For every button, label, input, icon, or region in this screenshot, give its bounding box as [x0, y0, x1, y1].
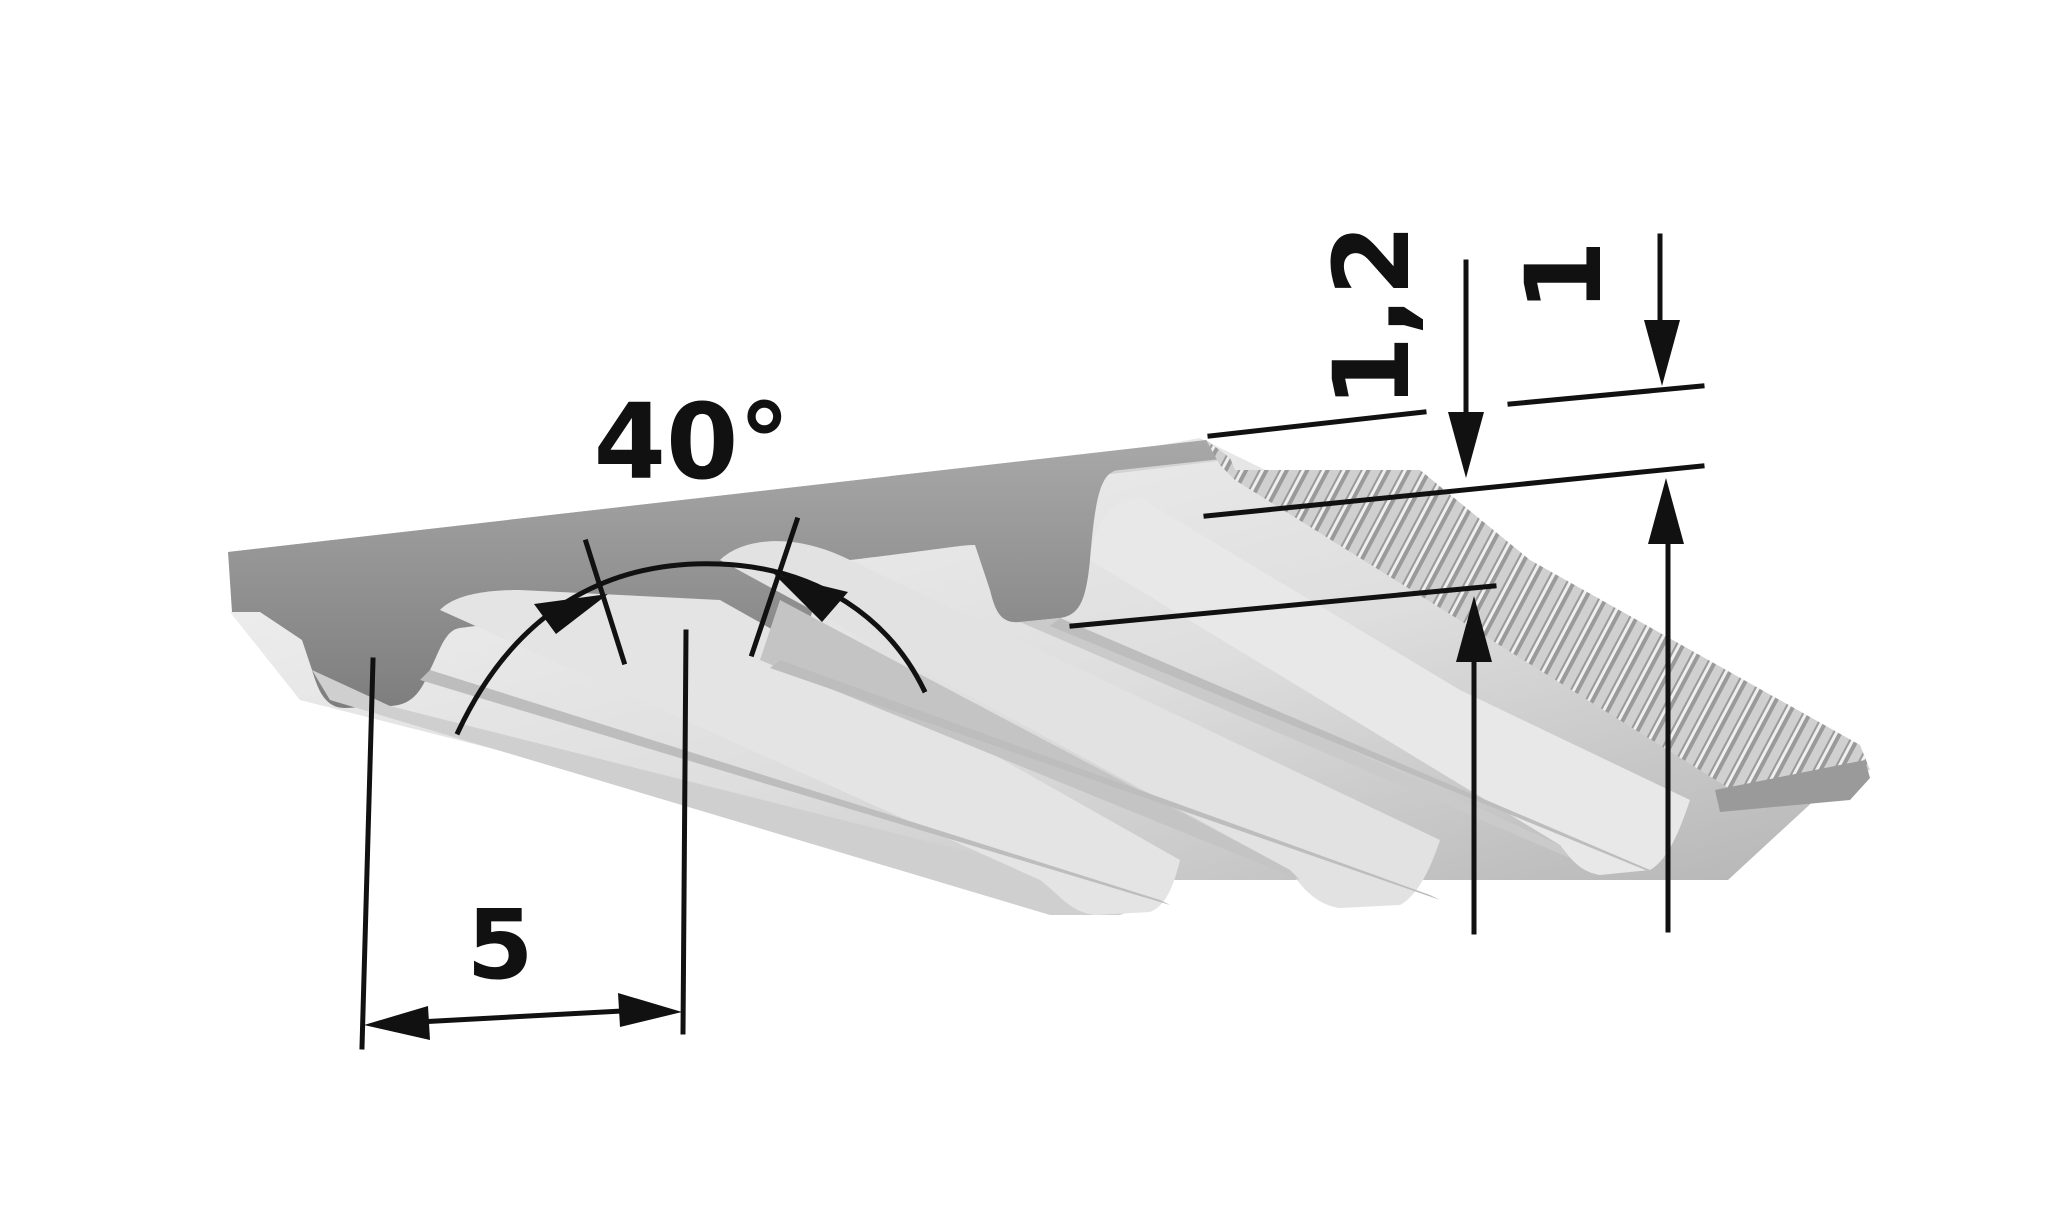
pitch-extension-left: [359, 657, 376, 1050]
belt-flange-2: [770, 660, 1440, 900]
pitch-extension-right: [680, 629, 689, 1035]
pitch-dimension: 5: [359, 629, 689, 1050]
angle-flank-right: [748, 516, 801, 658]
pitch-arrow-left: [364, 1006, 430, 1040]
tooth-height-arrow-bottom: [1648, 478, 1684, 544]
angle-label: 40°: [594, 381, 791, 503]
belt-tooth-2-shade: [760, 600, 1300, 880]
tooth-height-dimension: 1: [1203, 233, 1705, 933]
total-height-ext-bottom: [1069, 583, 1497, 629]
tooth-height-arrow-top: [1644, 320, 1680, 386]
belt-tooth-3-shade: [1020, 618, 1570, 858]
belt-tooth-1-shade: [440, 590, 1180, 915]
tooth-height-label: 1: [1503, 240, 1625, 312]
tension-cords: [1206, 440, 1870, 792]
belt-tooth-2: [720, 541, 1440, 908]
belt-front-face: [228, 440, 1230, 708]
belt-flange: [420, 670, 1170, 905]
total-height-arrow-top: [1448, 412, 1484, 478]
angle-arrow-left: [534, 594, 608, 634]
total-height-arrow-bottom: [1456, 596, 1492, 662]
belt-flange-3: [1050, 618, 1660, 876]
belt-right-edge: [1715, 760, 1870, 812]
pitch-arrow-right: [618, 993, 682, 1027]
angle-flank-left: [582, 538, 628, 666]
total-height-label: 1,2: [1311, 224, 1433, 408]
belt-tooth-1: [312, 670, 1160, 915]
angle-dimension: 40°: [454, 381, 928, 736]
angle-arrow-right: [774, 574, 848, 622]
belt-tooth-3: [1090, 498, 1690, 875]
total-height-dimension: 1,2: [1069, 224, 1497, 935]
belt-body: [228, 438, 1870, 915]
tooth-height-ext-mid: [1203, 463, 1705, 519]
pitch-label: 5: [467, 889, 534, 1001]
pitch-dimension-line: [397, 1007, 643, 1026]
angle-arc: [454, 561, 928, 736]
total-height-ext-top: [1207, 409, 1427, 439]
tooth-height-ext-top: [1507, 383, 1705, 407]
